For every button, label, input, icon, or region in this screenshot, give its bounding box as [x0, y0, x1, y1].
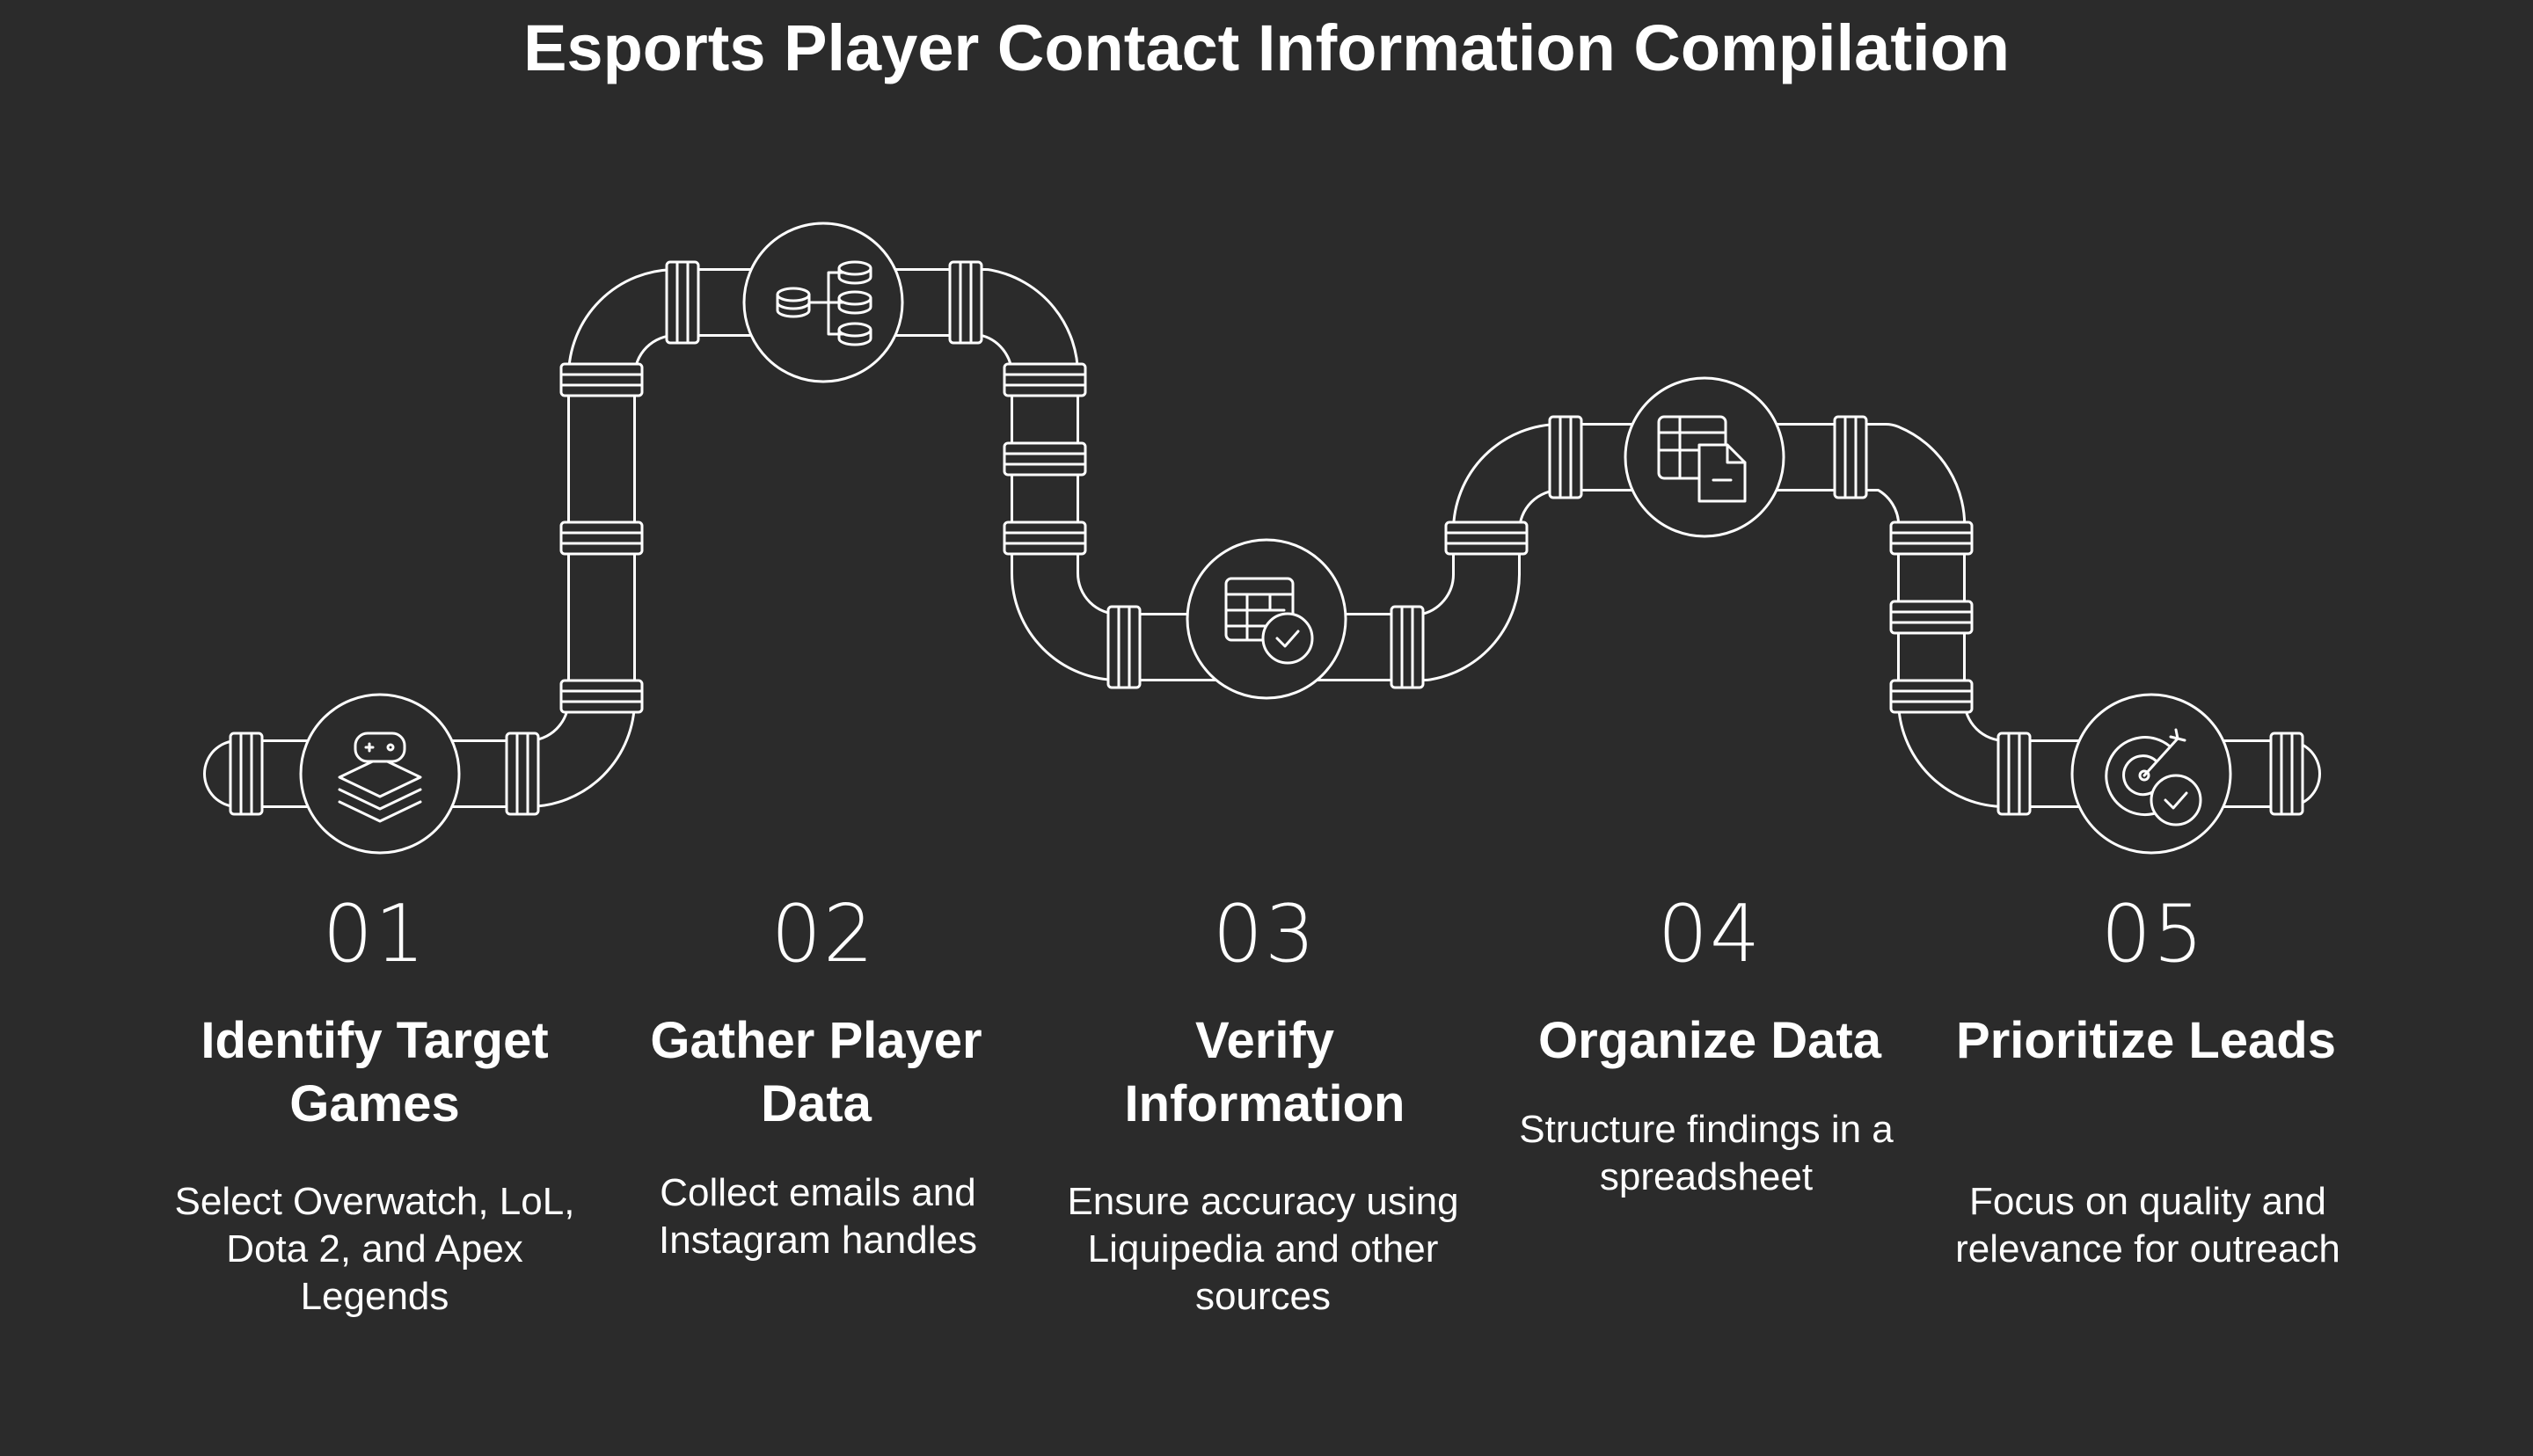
step-description: Select Overwatch, LoL, Dota 2, and Apex …: [174, 1180, 575, 1318]
step-node-4: [1624, 376, 1785, 538]
node-circle: [2070, 693, 2232, 855]
check-mark: [2164, 791, 2188, 810]
pipe-flange: [559, 521, 644, 556]
pipe-flange: [948, 260, 983, 345]
database-body: [837, 328, 872, 346]
sheet-grid: [1657, 415, 1727, 480]
step-description: Ensure accuracy using Liquipedia and oth…: [1067, 1180, 1459, 1318]
pipe-flange: [665, 260, 700, 345]
pipe-outline: [203, 268, 2321, 808]
check-circle: [1261, 612, 1314, 665]
button: [386, 743, 395, 752]
arrow: [2142, 728, 2186, 777]
database-body: [776, 293, 811, 318]
pipe-flange: [1889, 521, 1974, 556]
database-band: [776, 301, 811, 310]
database-body: [837, 296, 872, 315]
pipe-flange: [1833, 415, 1868, 499]
pipe-flange: [505, 732, 540, 816]
node-circle: [299, 693, 461, 855]
controller-layers-icon: [338, 732, 422, 823]
check-mark: [1275, 630, 1300, 648]
step-number: 02: [770, 888, 876, 980]
step-title: Verify Information: [1124, 1012, 1405, 1132]
target-check-icon: [2105, 728, 2202, 826]
check-circle: [2150, 774, 2202, 826]
pipe-flange: [1003, 362, 1087, 397]
connector-lines: [809, 271, 844, 336]
pipe-body: [206, 271, 2318, 805]
pipe-flange: [1390, 605, 1425, 689]
layer-shape: [338, 800, 422, 823]
database-hierarchy-icon: [776, 260, 872, 346]
pipe-flange: [1996, 732, 2032, 816]
step-node-1: [299, 693, 461, 855]
node-circle: [1186, 538, 1347, 700]
step-number: 01: [322, 888, 427, 980]
step-node-2: [742, 222, 904, 383]
spreadsheet-document-icon: [1657, 415, 1747, 503]
pipe-flange: [1889, 679, 1974, 714]
step-number: 03: [1212, 888, 1318, 980]
pipe-flange: [2269, 732, 2304, 816]
step-title: Identify Target Games: [201, 1012, 549, 1132]
pipe-flange: [229, 732, 264, 816]
pipe-flange: [1548, 415, 1583, 499]
database-body: [837, 266, 872, 285]
pipe-flange: [559, 362, 644, 397]
step-number: 04: [1657, 888, 1763, 980]
page-title: Esports Player Contact Information Compi…: [523, 11, 2010, 84]
step-description: Collect emails and Instagram handles: [659, 1171, 977, 1262]
document-lines: [1712, 443, 1747, 482]
layer-shape: [338, 788, 422, 811]
target-ring: [2122, 754, 2162, 797]
pipe-fittings: [229, 260, 2304, 816]
pipe-flange: [1003, 521, 1087, 556]
pipe-flange: [1003, 441, 1087, 477]
pipe-flange: [1106, 605, 1142, 689]
pipe-flange: [1444, 521, 1529, 556]
step-description: Focus on quality and relevance for outre…: [1955, 1180, 2340, 1270]
controller-shape: [354, 732, 406, 763]
step-description: Structure findings in a spreadsheet: [1519, 1108, 1894, 1198]
pipe-flange: [559, 679, 644, 714]
step-node-3: [1186, 538, 1347, 700]
document-shape: [1697, 443, 1747, 503]
table-check-icon: [1224, 577, 1314, 665]
table-grid: [1224, 593, 1295, 642]
step-title: Prioritize Leads: [1956, 1012, 2336, 1069]
step-nodes: [299, 222, 2232, 855]
pipe-flange: [1889, 600, 1974, 635]
layer-shape: [338, 756, 422, 798]
step-title: Gather Player Data: [650, 1012, 982, 1132]
step-title: Organize Data: [1538, 1012, 1881, 1069]
step-node-5: [2070, 693, 2232, 855]
step-number: 05: [2100, 888, 2206, 980]
target-center: [2138, 769, 2150, 782]
pipe-network: [203, 268, 2321, 808]
